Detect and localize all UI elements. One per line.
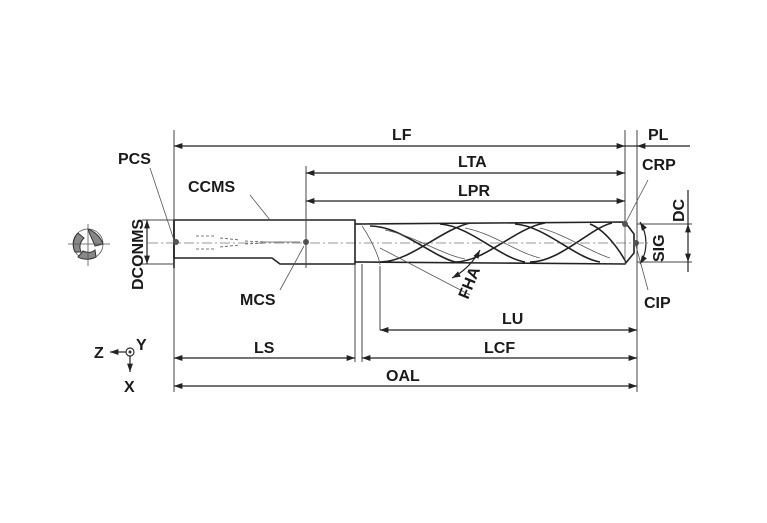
axis-x-label: X <box>124 379 135 396</box>
leader-lines <box>149 167 649 291</box>
label-cip: CIP <box>644 295 671 312</box>
label-pl: PL <box>648 127 669 144</box>
label-lpr: LPR <box>458 183 490 200</box>
label-crp: CRP <box>642 157 676 174</box>
pcs-marker <box>173 239 179 245</box>
crp-marker <box>622 221 628 227</box>
axis-z-label: Z <box>94 345 104 362</box>
coordinate-axes: Z Y X <box>94 337 147 396</box>
sig-dimension <box>639 221 647 265</box>
label-dc: DC <box>671 198 688 222</box>
dimension-lines <box>144 143 691 389</box>
drill-end-view <box>68 224 110 266</box>
label-ccms: CCMS <box>188 179 235 196</box>
label-ls: LS <box>254 340 275 357</box>
drill-shank <box>173 219 362 268</box>
label-pcs: PCS <box>118 151 151 168</box>
label-sig: SIG <box>651 234 668 262</box>
cip-marker <box>633 240 639 246</box>
drill-flute-body <box>361 221 639 266</box>
label-lta: LTA <box>458 154 487 171</box>
label-mcs: MCS <box>240 292 276 309</box>
fha-dimension <box>451 249 481 279</box>
axis-y-label: Y <box>136 337 147 354</box>
label-oal: OAL <box>386 368 420 385</box>
label-lcf: LCF <box>484 340 515 357</box>
label-dconms: DCONMS <box>130 219 147 290</box>
label-lf: LF <box>392 127 412 144</box>
label-fha: FHA <box>456 264 484 301</box>
extension-lines <box>142 130 692 392</box>
label-lu: LU <box>502 311 523 328</box>
